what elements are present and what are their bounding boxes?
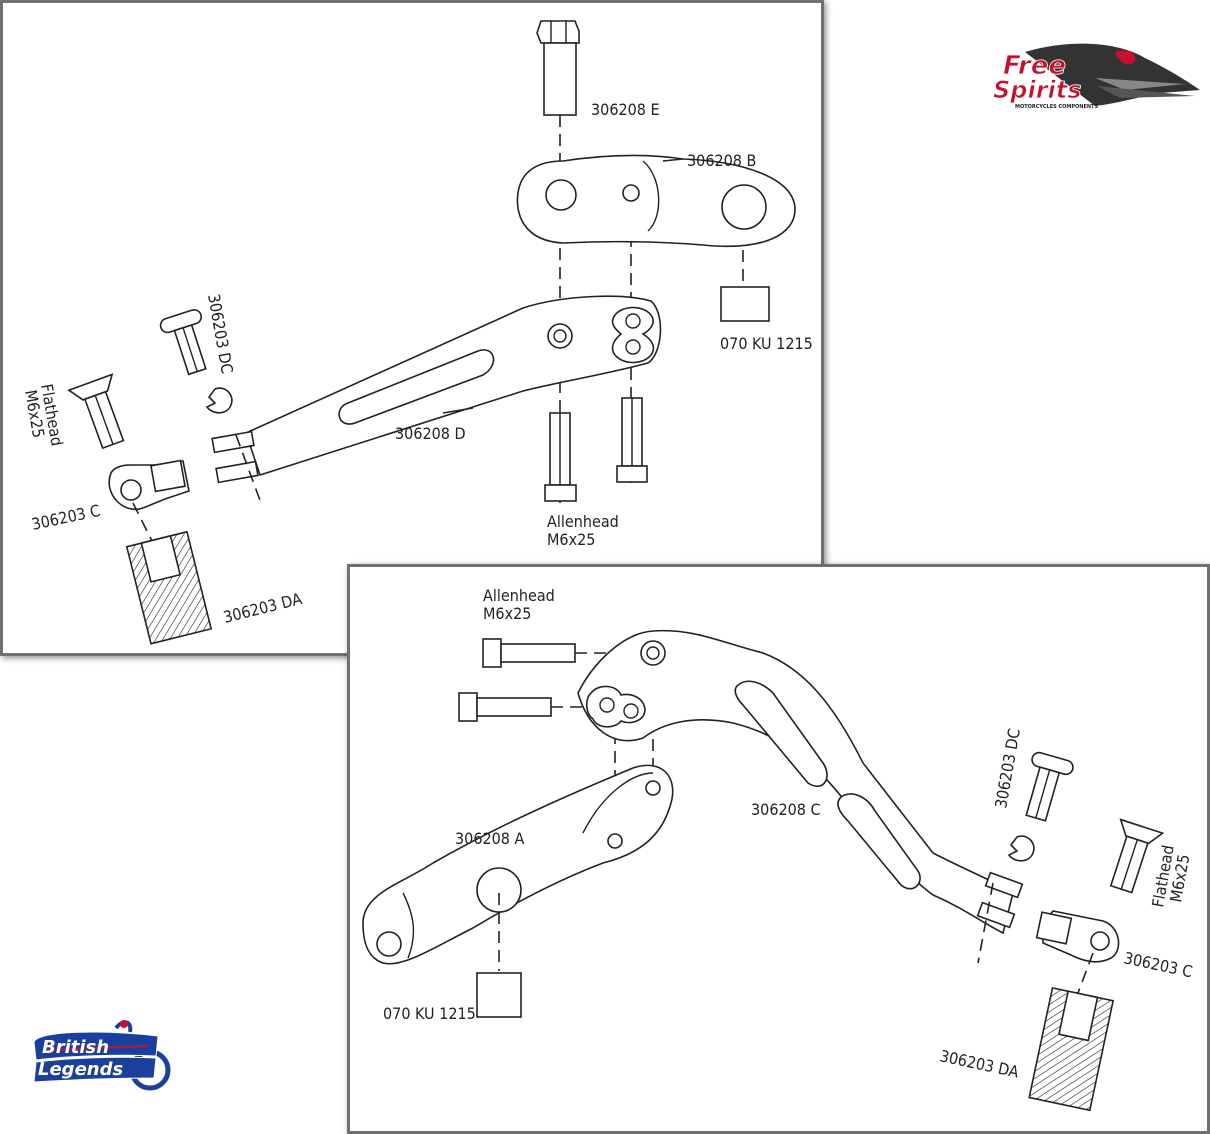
centerline bbox=[1077, 952, 1094, 994]
label-306208E: 306208 E bbox=[591, 100, 660, 119]
label-306203DC: 306203 DC bbox=[991, 727, 1024, 810]
label-306203C: 306203 C bbox=[1122, 948, 1194, 981]
part-070KU1215 bbox=[720, 286, 770, 322]
allenhead-bolt bbox=[482, 638, 576, 668]
top-exploded-diagram: 306208 E 306208 B 070 KU 1215 306208 D bbox=[0, 0, 824, 656]
part-306208A bbox=[362, 764, 674, 965]
free-spirits-logo: Free Spirits MOTORCYCLES COMPONENTS bbox=[985, 38, 1205, 113]
circlip bbox=[205, 387, 233, 414]
label-306208C: 306208 C bbox=[751, 800, 821, 819]
centerline bbox=[977, 882, 994, 964]
top-diagram-svg: 306208 E 306208 B 070 KU 1215 306208 D bbox=[21, 20, 813, 645]
label-306208D: 306208 D bbox=[395, 424, 466, 443]
label-allenhead-line2: M6x25 bbox=[483, 604, 531, 623]
part-306203DA bbox=[125, 530, 213, 645]
label-306203DA: 306203 DA bbox=[938, 1046, 1021, 1081]
part-306203DC bbox=[1025, 751, 1074, 822]
british-legends-logo: British Legends bbox=[28, 1012, 178, 1094]
bottom-exploded-diagram: Allenhead M6x25 306208 C 306208 A bbox=[347, 564, 1210, 1134]
free-spirits-line1: Free bbox=[1003, 51, 1066, 81]
label-070KU1215: 070 KU 1215 bbox=[720, 334, 813, 353]
label-allenhead-line1: Allenhead bbox=[547, 512, 619, 531]
circlip bbox=[1007, 835, 1035, 862]
part-306208E bbox=[536, 20, 580, 116]
label-306203DC: 306203 DC bbox=[204, 292, 237, 375]
british-legends-line2: Legends bbox=[38, 1059, 123, 1080]
free-spirits-line2: Spirits bbox=[993, 76, 1082, 104]
part-070KU1215 bbox=[476, 972, 522, 1018]
label-allenhead-line2: M6x25 bbox=[547, 530, 595, 549]
bottom-diagram-svg: Allenhead M6x25 306208 C 306208 A bbox=[362, 586, 1194, 1112]
part-306203C bbox=[108, 459, 190, 511]
label-306203DA: 306203 DA bbox=[221, 589, 304, 627]
british-legends-line1: British bbox=[42, 1037, 109, 1058]
label-306208A: 306208 A bbox=[455, 829, 525, 848]
leader-line bbox=[662, 158, 684, 162]
leader-line bbox=[442, 407, 474, 414]
label-306208B: 306208 B bbox=[687, 151, 756, 170]
centerline bbox=[235, 434, 262, 504]
allenhead-bolt bbox=[458, 692, 552, 722]
label-306203C: 306203 C bbox=[30, 501, 102, 534]
part-306208C bbox=[577, 629, 1024, 935]
part-306203DA bbox=[1028, 986, 1115, 1112]
flathead-screw bbox=[67, 373, 125, 450]
part-306208B bbox=[516, 154, 796, 248]
label-070KU1215: 070 KU 1215 bbox=[383, 1004, 476, 1023]
label-allenhead-line1: Allenhead bbox=[483, 586, 555, 605]
allenhead-bolt bbox=[544, 412, 577, 502]
centerline bbox=[132, 502, 164, 564]
allenhead-bolt bbox=[616, 397, 648, 483]
part-306203DC bbox=[159, 308, 207, 376]
free-spirits-tagline: MOTORCYCLES COMPONENTS bbox=[1015, 104, 1098, 110]
flathead-screw bbox=[1109, 818, 1165, 894]
part-306208D bbox=[211, 295, 662, 484]
part-306203C bbox=[1035, 910, 1120, 963]
